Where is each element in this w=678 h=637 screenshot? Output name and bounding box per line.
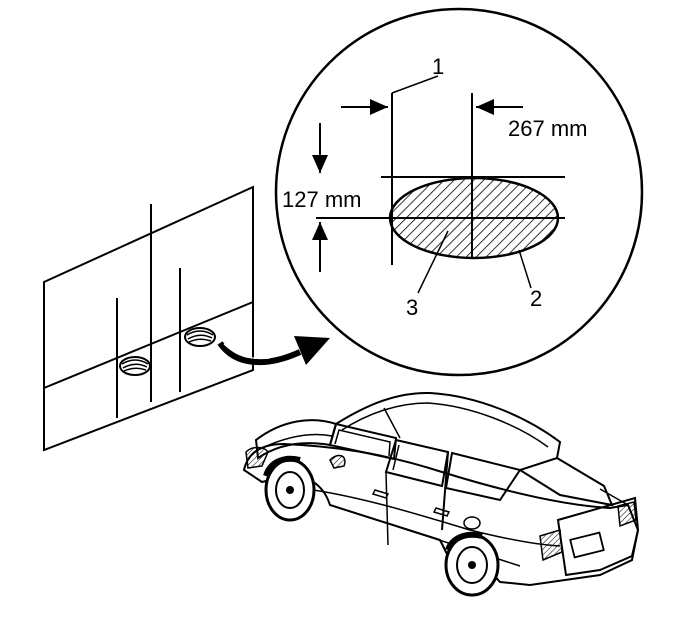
front-wheel [263,455,316,522]
rear-wheel [444,531,500,597]
right-headlamp-spot [184,327,216,347]
callout-1-label: 1 [432,54,444,79]
callout-3-label: 3 [406,295,418,320]
dimension-vertical-label: 127 mm [282,187,361,212]
aiming-screen [43,185,254,452]
detail-view-circle: 267 mm 127 mm 1 2 3 [274,7,644,377]
left-headlamp-spot [119,356,151,376]
callout-2-leader [518,249,532,289]
magnify-arrow [217,336,330,366]
callout-1-leader [391,75,439,94]
callout-3-leader [417,230,449,294]
dimension-horizontal-label: 267 mm [508,116,587,141]
vehicle-illustration [242,391,640,597]
callout-2-label: 2 [530,286,542,311]
